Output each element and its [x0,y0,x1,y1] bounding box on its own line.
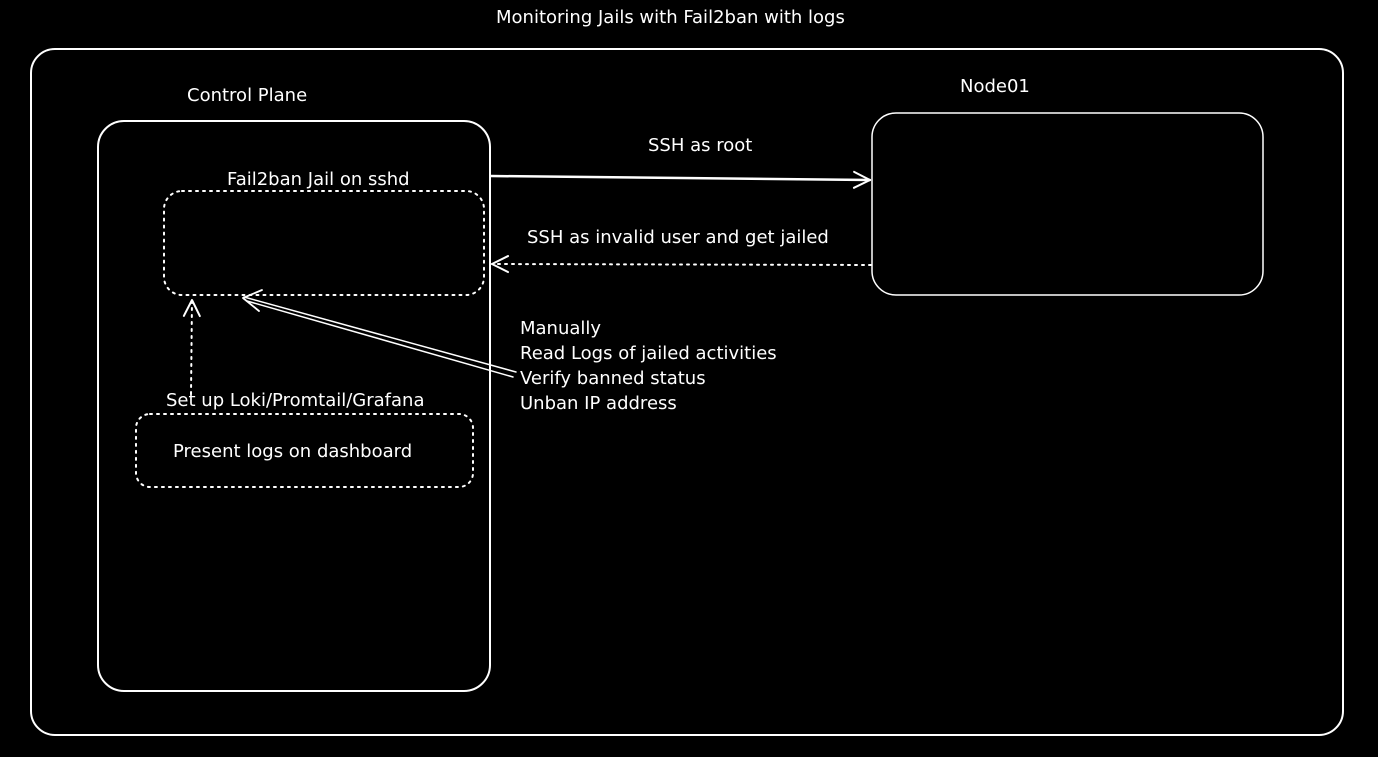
node01-box[interactable] [871,112,1264,296]
manual-step: Read Logs of jailed activities [520,343,777,364]
logging-stack-label: Set up Loki/Promtail/Grafana [166,390,425,411]
manual-step: Verify banned status [520,368,706,389]
control-plane-box[interactable] [97,120,491,692]
manual-to-jail-arrow [242,289,517,378]
logging-dashboard-box[interactable] [135,413,474,488]
control-plane-label: Control Plane [187,85,308,106]
manual-step: Unban IP address [520,393,677,414]
manual-step: Manually [520,318,602,339]
node01-label: Node01 [960,76,1030,97]
outer-frame [30,48,1344,736]
ssh-root-label: SSH as root [648,135,753,156]
ssh-root-arrow [489,170,872,189]
ssh-invalid-label: SSH as invalid user and get jailed [527,227,829,248]
manual-steps-list: Manually Read Logs of jailed activities … [520,316,777,416]
logging-to-jail-arrow [182,299,201,395]
logging-dashboard-text: Present logs on dashboard [173,441,413,462]
fail2ban-jail-box[interactable] [163,190,485,296]
page-title: Monitoring Jails with Fail2ban with logs [496,7,845,28]
fail2ban-jail-label: Fail2ban Jail on sshd [227,169,410,190]
ssh-invalid-arrow [491,255,872,274]
